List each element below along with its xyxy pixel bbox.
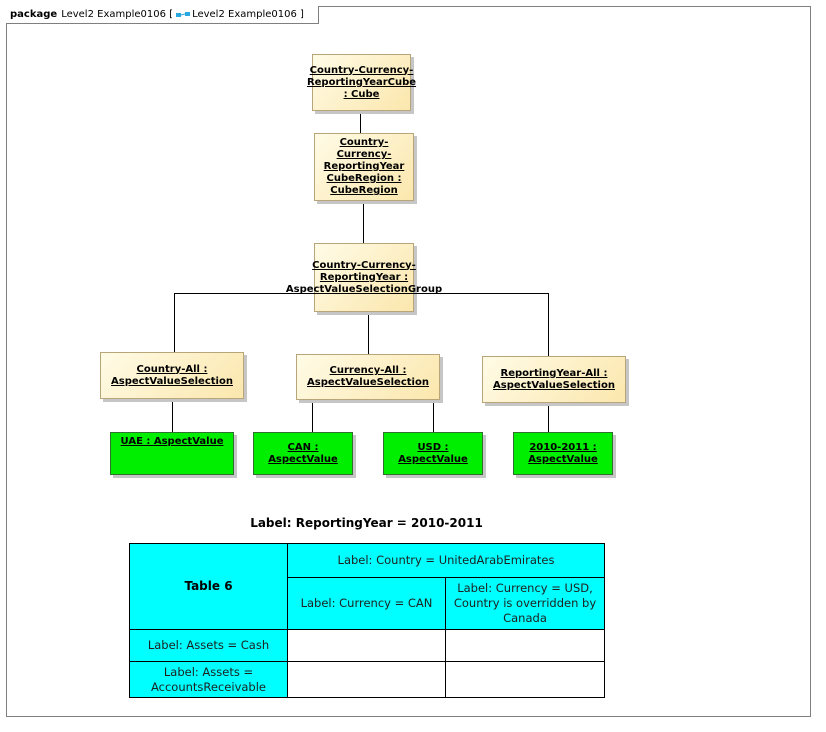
cube-node[interactable]: Country-Currency-ReportingYearCube : Cub… — [307, 54, 416, 111]
column-header: Label: Currency = CAN — [287, 577, 446, 630]
table-cell — [287, 629, 446, 662]
package-name: Level2 Example0106 — [61, 9, 166, 20]
diagram-name: Level2 Example0106 — [192, 9, 297, 20]
diagram-icon — [176, 11, 191, 17]
uae-value-node[interactable]: UAE : AspectValue — [110, 432, 234, 475]
year-2010-2011-value-node[interactable]: 2010-2011 : AspectValue — [513, 432, 613, 475]
table-row: Label: Assets = Cash — [129, 629, 605, 662]
reportingyear-all-node[interactable]: ReportingYear-All : AspectValueSelection — [482, 356, 626, 403]
frame-keyword: package — [10, 9, 58, 20]
column-group-header: Label: Country = UnitedArabEmirates — [287, 543, 605, 578]
package-frame — [6, 6, 811, 717]
usd-value-node[interactable]: USD : AspectValue — [383, 432, 483, 475]
table-6: Table 6 Label: Country = UnitedArabEmira… — [129, 543, 605, 698]
can-value-node[interactable]: CAN : AspectValue — [253, 432, 353, 475]
table-caption: Label: ReportingYear = 2010-2011 — [250, 516, 483, 530]
table-row: Label: Assets = AccountsReceivable — [129, 661, 605, 698]
cube-region-node[interactable]: Country-Currency-ReportingYear CubeRegio… — [314, 133, 414, 201]
bracket-close: ] — [300, 9, 304, 20]
row-header: Label: Assets = AccountsReceivable — [129, 661, 288, 698]
row-header: Label: Assets = Cash — [129, 629, 288, 662]
country-all-node[interactable]: Country-All : AspectValueSelection — [100, 352, 244, 399]
selection-group-node[interactable]: Country-Currency-ReportingYear : AspectV… — [286, 243, 442, 312]
table-cell — [287, 661, 446, 698]
bracket-open: [ — [169, 9, 174, 20]
column-header: Label: Currency = USD, Country is overri… — [445, 577, 605, 630]
link-group-year — [414, 293, 549, 356]
table-corner: Table 6 — [129, 543, 288, 630]
link-group-country — [174, 293, 314, 352]
table-cell — [445, 629, 605, 662]
table-cell — [445, 661, 605, 698]
currency-all-node[interactable]: Currency-All : AspectValueSelection — [296, 354, 440, 400]
